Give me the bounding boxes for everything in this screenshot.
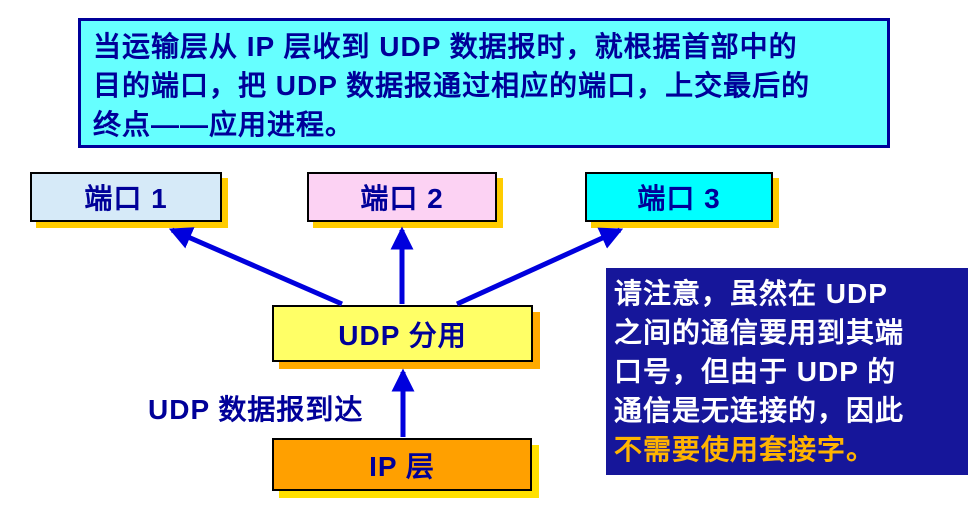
top-explanation-line: 当运输层从 IP 层收到 UDP 数据报时，就根据首部中的 xyxy=(93,31,798,62)
side-note-line: 通信是无连接的，因此 xyxy=(614,395,905,426)
udp-demux-box: UDP 分用 xyxy=(272,305,533,362)
port-3-label: 端口 3 xyxy=(637,183,721,214)
ip-layer-label: IP 层 xyxy=(369,450,435,482)
port-2-label: 端口 2 xyxy=(360,183,444,214)
ip-layer-box: IP 层 xyxy=(272,438,532,491)
port-1-label: 端口 1 xyxy=(84,183,168,214)
port-2-box: 端口 2 xyxy=(307,172,497,222)
side-note-line: 请注意，虽然在 UDP xyxy=(614,278,888,309)
side-note-highlight-line: 不需要使用套接字。 xyxy=(614,434,876,465)
top-explanation-line: 终点——应用进程。 xyxy=(93,109,355,140)
udp-datagram-arrival-label: UDP 数据报到达 xyxy=(148,394,364,425)
top-explanation-line: 目的端口，把 UDP 数据报通过相应的端口，上交最后的 xyxy=(93,70,811,101)
udp-demux-label: UDP 分用 xyxy=(338,319,467,351)
side-note-line: 之间的通信要用到其端 xyxy=(614,317,905,348)
arrow-udp-to-port3 xyxy=(455,227,624,307)
top-explanation-box: 当运输层从 IP 层收到 UDP 数据报时，就根据首部中的 目的端口，把 UDP… xyxy=(78,18,890,148)
port-3-box: 端口 3 xyxy=(585,172,773,222)
arrow-udp-to-port1 xyxy=(168,227,343,307)
side-note-box: 请注意，虽然在 UDP 之间的通信要用到其端 口号，但由于 UDP 的 通信是无… xyxy=(606,268,968,475)
side-note-line: 口号，但由于 UDP 的 xyxy=(614,356,897,387)
port-1-box: 端口 1 xyxy=(30,172,222,222)
